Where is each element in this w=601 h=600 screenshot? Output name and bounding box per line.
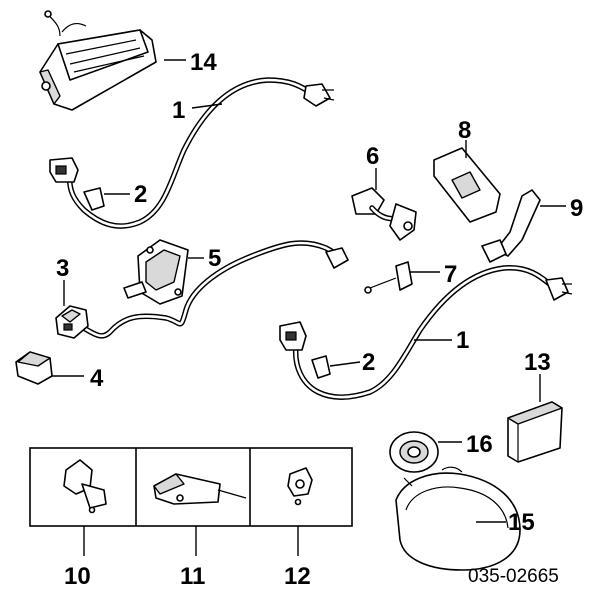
callout-1-upper: 1 — [172, 97, 185, 124]
callout-8: 8 — [458, 117, 471, 144]
callout-3: 3 — [56, 255, 69, 282]
callout-5: 5 — [208, 245, 221, 272]
callout-1-lower: 1 — [456, 327, 469, 354]
bracket-part-5 — [123, 239, 189, 305]
control-module-part-13 — [507, 401, 563, 463]
harness-clip-upper — [49, 157, 105, 211]
callout-7: 7 — [444, 261, 457, 288]
callout-14: 14 — [190, 49, 217, 76]
sensor-part-6 — [351, 187, 417, 241]
grommet-part-12 — [287, 467, 313, 506]
connector-part-7 — [364, 261, 413, 294]
callout-15: 15 — [508, 509, 535, 536]
callout-6: 6 — [366, 143, 379, 170]
bracket-part-9 — [481, 189, 541, 263]
callout-4: 4 — [90, 365, 104, 392]
sensor-part-10 — [63, 459, 107, 514]
callout-9: 9 — [570, 195, 583, 222]
wire-harness-lower — [292, 265, 573, 400]
connector-part-11 — [153, 473, 247, 505]
callout-13: 13 — [524, 349, 551, 376]
label-plate-part-8 — [433, 147, 501, 223]
leader-lines — [52, 59, 566, 556]
callout-16: 16 — [466, 431, 493, 458]
wire-harness-middle — [73, 240, 349, 339]
wire-harness-upper — [66, 77, 335, 229]
cover-part-4 — [15, 351, 53, 385]
harness-clip-lower — [279, 321, 331, 379]
callout-10: 10 — [64, 563, 91, 590]
driver-airbag-module-part-15 — [395, 466, 521, 571]
diagram-code: 035-02665 — [468, 566, 559, 587]
callout-11: 11 — [180, 563, 205, 590]
passenger-airbag-module — [39, 10, 157, 111]
callout-2-lower: 2 — [362, 349, 375, 376]
callout-2-upper: 2 — [134, 181, 147, 208]
sub-parts-box — [29, 447, 353, 527]
callout-labels: 14 1 2 3 4 5 6 7 8 9 1 2 13 16 15 10 11 … — [56, 49, 583, 590]
clock-spring-part-16 — [389, 431, 439, 473]
sensor-part-3 — [55, 305, 89, 339]
callout-12: 12 — [284, 563, 311, 590]
